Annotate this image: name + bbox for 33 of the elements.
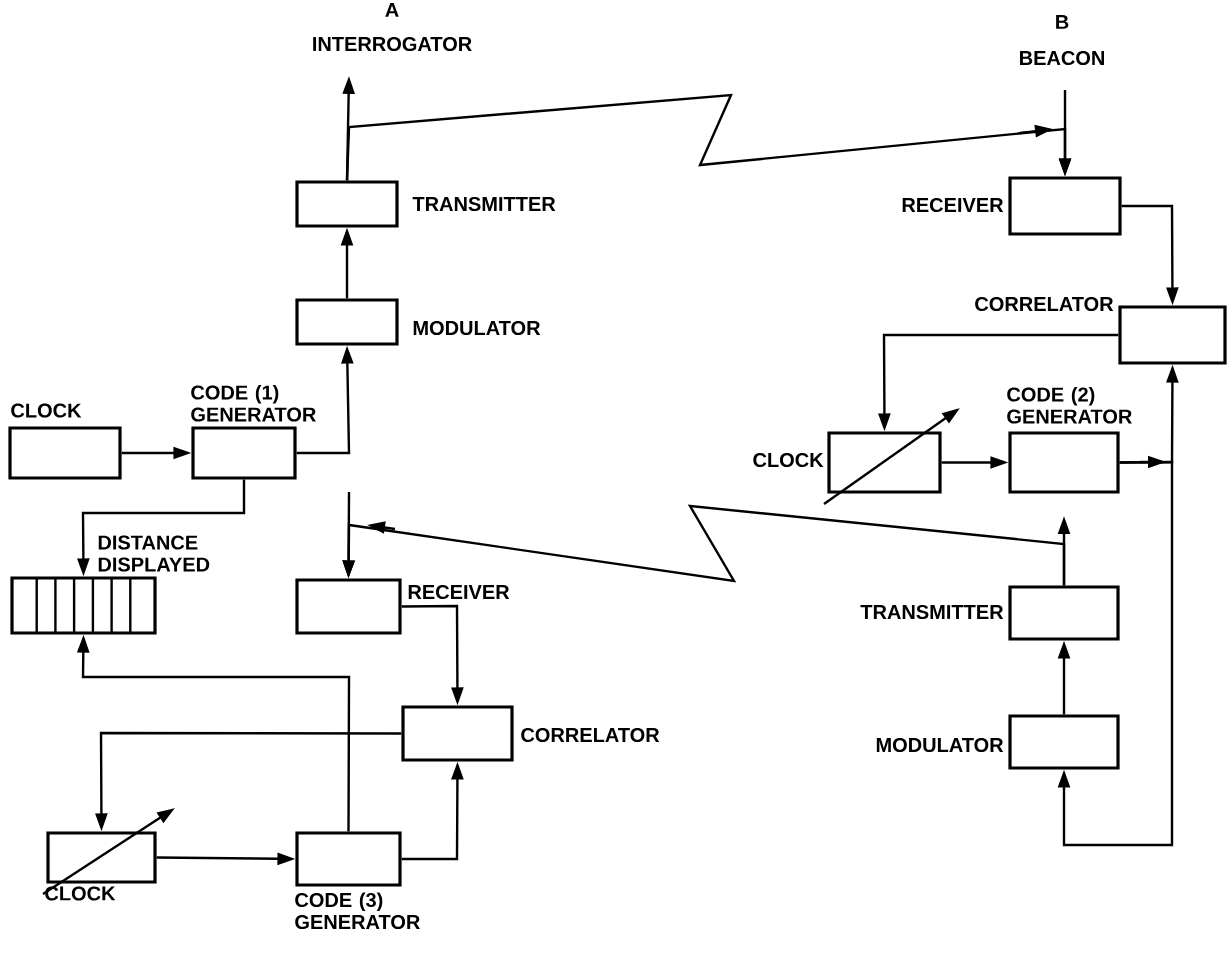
block-box: CORRELATOR xyxy=(401,705,660,762)
node-label: MODULATOR xyxy=(876,737,1004,753)
block-box: MODULATOR xyxy=(876,714,1120,770)
node-label: DISTANCE DISPLAYED xyxy=(98,535,210,572)
node-label: RECEIVER xyxy=(902,197,1004,213)
station-label: INTERROGATOR xyxy=(313,36,472,52)
node-label: CLOCK xyxy=(11,403,82,418)
block-box: TRANSMITTER xyxy=(295,180,556,228)
node-label: CLOCK xyxy=(753,452,824,468)
block-box: RECEIVER xyxy=(295,578,510,635)
block-box: TRANSMITTER xyxy=(860,585,1120,641)
node-label: CLOCK xyxy=(45,886,116,901)
block-box: CODE (3) GENERATOR xyxy=(295,831,420,930)
block-box: RECEIVER xyxy=(902,176,1122,236)
node-label: TRANSMITTER xyxy=(860,604,1004,620)
block-box: MODULATOR xyxy=(295,298,541,346)
node-label: CORRELATOR xyxy=(975,296,1114,312)
station-label: BEACON xyxy=(1020,50,1104,66)
node-label: CODE (2) GENERATOR xyxy=(1007,386,1132,424)
node-label: RECEIVER xyxy=(408,584,510,600)
node-label: CORRELATOR xyxy=(521,727,660,743)
display-box: DISTANCE DISPLAYED xyxy=(10,535,210,635)
node-label: CODE (1) GENERATOR xyxy=(191,384,316,422)
block-box: CORRELATOR xyxy=(975,296,1227,365)
block-box: CODE (1) GENERATOR xyxy=(191,384,316,480)
station-label: B xyxy=(1056,15,1069,29)
station-label: A xyxy=(385,3,399,17)
block-box: CODE (2) GENERATOR xyxy=(1007,386,1132,494)
node-label: CODE (3) GENERATOR xyxy=(295,892,420,930)
block-box: CLOCK xyxy=(8,403,122,480)
arrow xyxy=(1057,460,1174,847)
node-label: TRANSMITTER xyxy=(412,196,556,212)
node-label: MODULATOR xyxy=(413,320,541,336)
